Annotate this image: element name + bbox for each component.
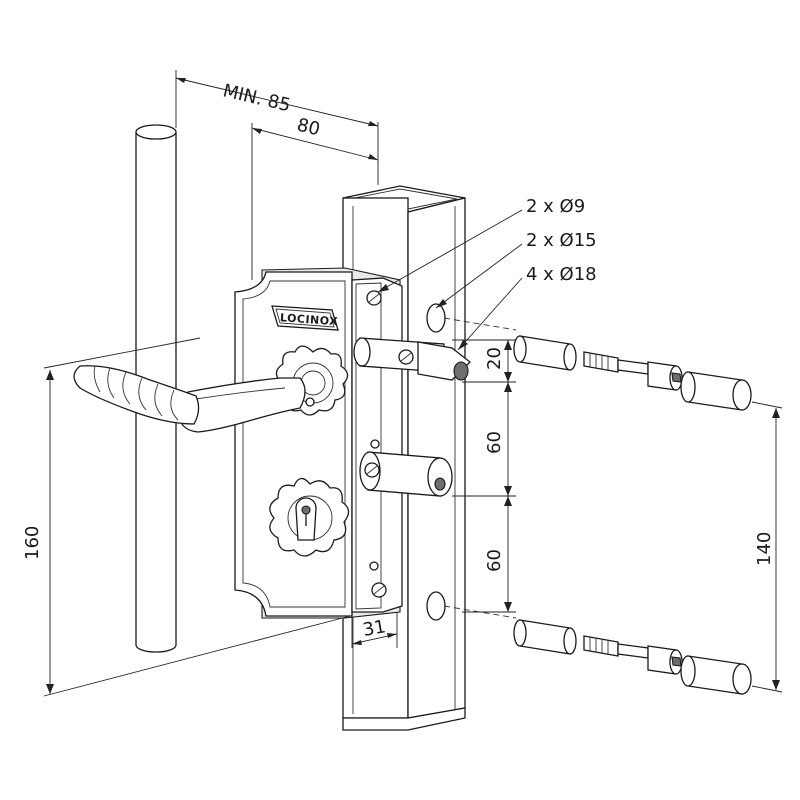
twisted-grip-icon — [73, 365, 200, 425]
callout-hole-18: 4 x Ø18 — [526, 264, 597, 285]
dead-bolt — [359, 439, 453, 497]
dim-20: 20 — [484, 347, 505, 370]
dim-60-upper: 60 — [484, 431, 505, 454]
dim-140: 140 — [754, 532, 775, 566]
dim-160: 160 — [22, 526, 43, 560]
fixing-set-bottom — [513, 619, 752, 695]
callout-leaders — [377, 209, 523, 351]
callout-hole-9: 2 x Ø9 — [526, 196, 585, 217]
dim-min-85: MIN. 85 — [221, 80, 293, 116]
lever-handle — [73, 365, 315, 433]
brand-logo: LOCINOX — [271, 305, 339, 331]
gate-round-bar — [135, 124, 177, 653]
fixing-set-top — [513, 335, 752, 411]
alignment-lines — [443, 317, 517, 619]
cylinder-rosette — [269, 477, 350, 557]
brand-logo-text: LOCINOX — [280, 311, 339, 328]
dim-80: 80 — [295, 114, 322, 140]
latch-bolt — [353, 337, 471, 381]
post-hole-top — [426, 303, 446, 333]
dim-60-lower: 60 — [484, 549, 505, 572]
dim-31: 31 — [361, 616, 387, 641]
callout-hole-15: 2 x Ø15 — [526, 230, 597, 251]
post-hole-bottom — [426, 591, 446, 621]
dimension-lines — [43, 70, 783, 697]
